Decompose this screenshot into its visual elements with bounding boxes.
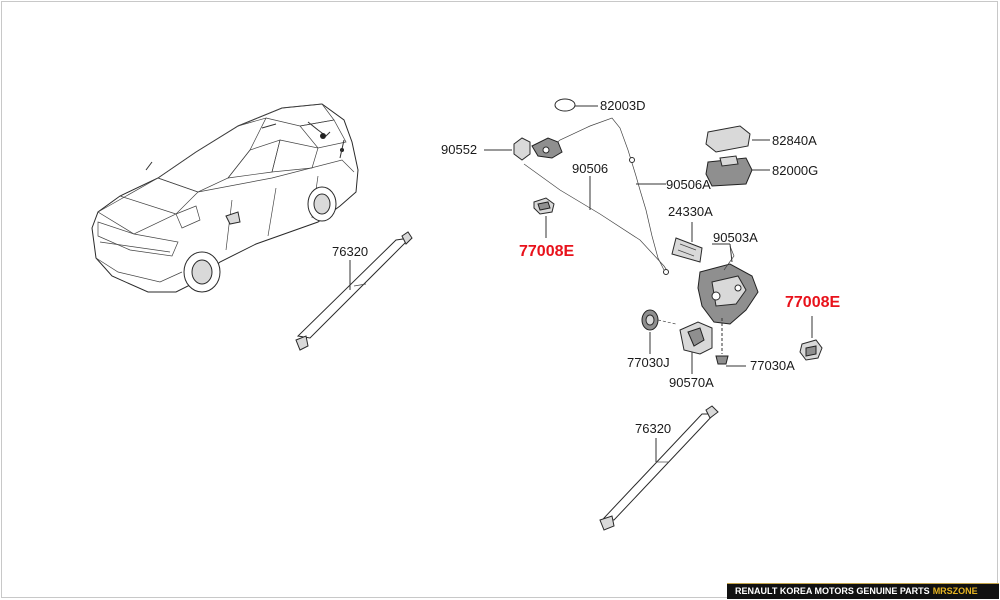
stopper-77030J	[641, 309, 677, 331]
switch-82000G	[705, 155, 753, 187]
handle-90552	[513, 137, 563, 161]
release-cable	[523, 117, 669, 275]
footer-site-text: MRSZONE	[932, 586, 978, 596]
clip-77008E-left	[533, 197, 555, 215]
label-76320-bottom: 76320	[635, 421, 672, 436]
gas-strut-76320-top	[295, 231, 413, 351]
o-ring-82003D	[554, 98, 576, 112]
striker-90570A	[679, 321, 713, 355]
label-90570A: 90570A	[669, 375, 714, 390]
gas-strut-76320-bottom	[599, 405, 719, 531]
label-24330A: 24330A	[668, 204, 713, 219]
label-77008E-right: 77008E	[785, 294, 841, 311]
label-77030A: 77030A	[750, 358, 795, 373]
label-82840A: 82840A	[772, 133, 817, 148]
label-82000G: 82000G	[772, 163, 819, 178]
connector-24330A	[671, 237, 703, 263]
label-76320-top: 76320	[332, 244, 369, 259]
pad-82840A	[705, 125, 751, 153]
label-90506: 90506	[572, 161, 609, 176]
label-90506A: 90506A	[666, 177, 711, 192]
footer-brand-text: RENAULT KOREA MOTORS GENUINE PARTS	[735, 586, 930, 596]
label-77030J: 77030J	[627, 355, 670, 370]
label-90503A: 90503A	[713, 230, 758, 245]
label-82003D: 82003D	[600, 98, 646, 113]
car-illustration	[91, 103, 359, 293]
label-90552: 90552	[441, 142, 478, 157]
bolt-77030A	[715, 318, 729, 365]
clip-77008E-right	[799, 339, 823, 361]
latch-90503A	[697, 245, 759, 325]
label-77008E-left: 77008E	[519, 243, 575, 260]
